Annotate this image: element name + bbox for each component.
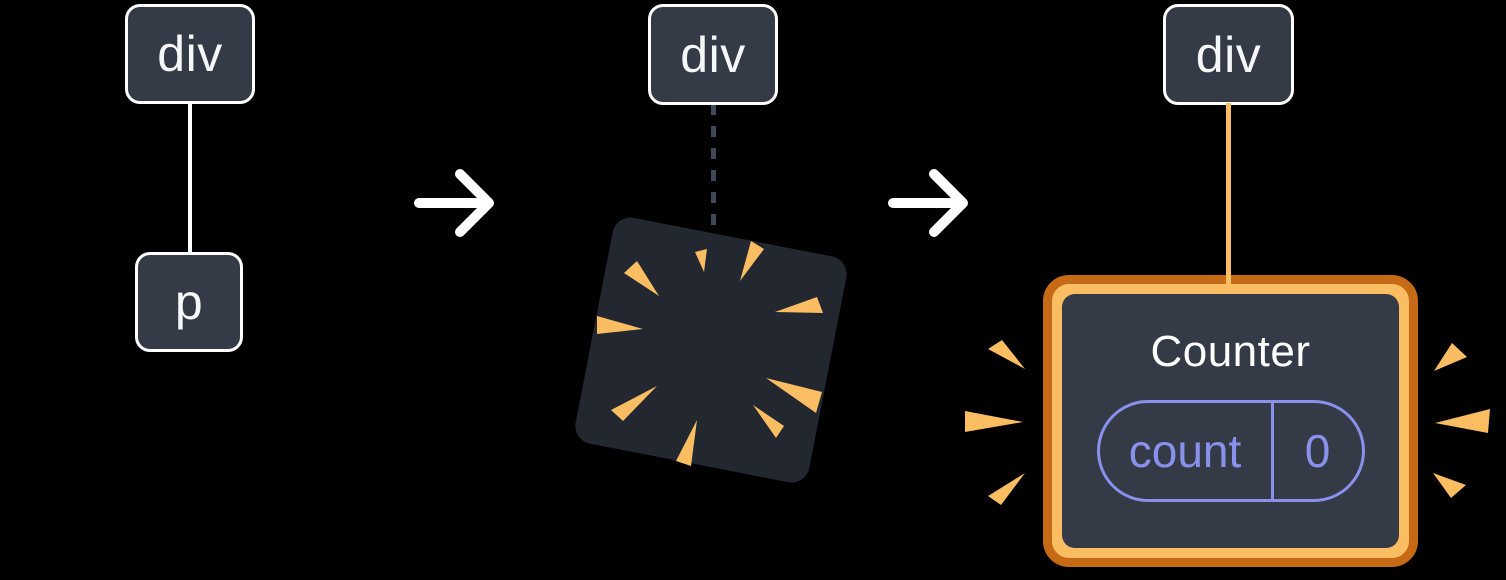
explosion-burst-icon	[575, 217, 847, 483]
component-edge-orange	[1226, 103, 1231, 293]
tree-edge-dashed	[711, 104, 716, 225]
tree-edge-solid	[188, 100, 192, 254]
sparkle-rays-left-icon	[965, 340, 1025, 505]
state-value-cell: 0	[1274, 403, 1362, 499]
dom-node-div-step1: div	[125, 4, 255, 104]
component-title: Counter	[1150, 327, 1311, 376]
state-key-cell: count	[1100, 403, 1274, 499]
state-value-label: 0	[1304, 425, 1331, 477]
arrow-right-icon	[414, 169, 494, 237]
dom-node-div-step2: div	[648, 4, 778, 105]
counter-component-card: Counter count 0	[1043, 275, 1418, 567]
sparkle-rays-right-icon	[1433, 343, 1490, 498]
dom-node-div-step3: div	[1163, 4, 1294, 105]
dom-node-label: div	[1195, 26, 1262, 83]
counter-component-body: Counter count 0	[1062, 294, 1399, 548]
arrow-right-icon	[888, 169, 968, 237]
state-pill: count 0	[1096, 400, 1365, 502]
dom-node-label: div	[157, 26, 223, 82]
state-key-label: count	[1128, 425, 1242, 477]
dom-node-label: div	[680, 26, 746, 83]
dom-node-label: p	[174, 274, 204, 330]
dom-node-p-step1: p	[135, 252, 243, 352]
